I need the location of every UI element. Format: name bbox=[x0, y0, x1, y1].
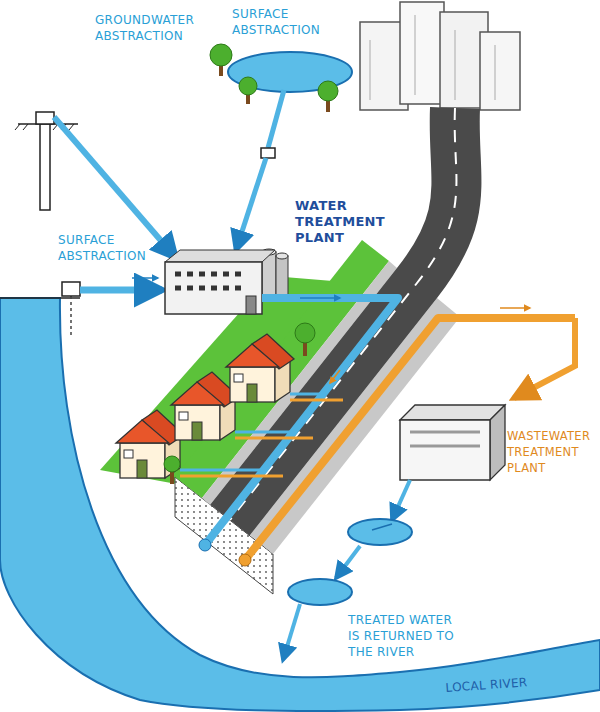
tree bbox=[210, 44, 338, 112]
house-part bbox=[234, 374, 243, 382]
settling-tank-part bbox=[392, 480, 410, 520]
river-intake-part bbox=[70, 296, 72, 335]
house-part bbox=[230, 367, 275, 402]
plant-label: WASTEWATER TREATMENT PLANT bbox=[507, 428, 597, 476]
pond-part bbox=[268, 90, 284, 148]
wastewater-treatment-plant-part bbox=[400, 420, 490, 480]
water-supply-pipe bbox=[180, 298, 398, 551]
sewer-pipe-part bbox=[180, 475, 283, 478]
tree-part bbox=[164, 456, 180, 472]
house-part bbox=[192, 422, 202, 440]
tree-part bbox=[210, 44, 232, 66]
wastewater-treatment-plant bbox=[400, 405, 505, 480]
water-supply-pipe-part bbox=[199, 539, 211, 551]
settling-tank-part bbox=[288, 579, 352, 605]
wastewater-treatment-plant-part bbox=[490, 405, 505, 480]
city-buildings-part bbox=[480, 32, 520, 110]
source-label: GROUNDWATER ABSTRACTION bbox=[95, 12, 205, 44]
water-supply-pipe-part bbox=[180, 469, 260, 472]
sewer-pipe-part bbox=[500, 307, 530, 309]
house-part bbox=[124, 450, 133, 458]
house-part bbox=[175, 405, 220, 440]
source-label: SURFACE ABSTRACTION bbox=[232, 6, 332, 38]
river-intake-part bbox=[80, 287, 162, 294]
groundwater-well-part bbox=[36, 112, 54, 124]
river-intake bbox=[0, 278, 162, 335]
river-intake-part bbox=[62, 282, 80, 296]
city-buildings-part bbox=[370, 15, 495, 100]
water-treatment-plant-part bbox=[165, 250, 275, 262]
road bbox=[175, 108, 460, 594]
tree bbox=[164, 323, 315, 484]
source-label: SURFACE ABSTRACTION bbox=[58, 232, 150, 264]
water-treatment-plant-part bbox=[246, 296, 256, 314]
water-treatment-plant-part bbox=[165, 262, 262, 314]
river-intake-part bbox=[132, 277, 158, 279]
house-part bbox=[137, 460, 147, 478]
water-treatment-plant-part bbox=[276, 253, 288, 259]
house-part bbox=[226, 344, 279, 367]
house-part bbox=[179, 412, 188, 420]
house-part bbox=[120, 443, 165, 478]
sewer-pipe-part bbox=[235, 437, 313, 440]
city-buildings-part bbox=[400, 2, 444, 104]
sewer-pipe-part bbox=[514, 318, 575, 398]
city-buildings bbox=[360, 2, 520, 110]
wastewater-treatment-plant-part bbox=[400, 405, 505, 420]
settling-tank-part bbox=[283, 604, 300, 660]
house-part bbox=[116, 420, 169, 443]
settling-tank-part bbox=[372, 524, 392, 530]
plant-label: WATER TREATMENT PLANT bbox=[295, 198, 395, 246]
house-part bbox=[247, 384, 257, 402]
note-label: TREATED WATER IS RETURNED TO THE RIVER bbox=[348, 612, 458, 660]
water-supply-pipe-part bbox=[290, 393, 320, 396]
river-intake-part bbox=[0, 297, 80, 299]
tree-part bbox=[295, 323, 315, 343]
house-part bbox=[171, 382, 224, 405]
tree-part bbox=[318, 81, 338, 101]
pond-part bbox=[261, 148, 275, 158]
settling-tank-part bbox=[336, 546, 360, 578]
water-treatment-plant-part bbox=[175, 274, 241, 288]
house bbox=[116, 334, 294, 478]
water-treatment-plant-part bbox=[276, 256, 288, 298]
groundwater-well-part bbox=[40, 124, 50, 210]
wastewater-treatment-plant-part bbox=[410, 432, 480, 446]
sewer-pipe-part bbox=[239, 554, 251, 566]
sewer-pipe-part bbox=[290, 399, 343, 402]
settling-tank-part bbox=[348, 519, 412, 545]
tree-part bbox=[239, 77, 257, 95]
pond-part bbox=[236, 158, 266, 250]
water-supply-pipe-part bbox=[235, 431, 290, 434]
water-supply-pipe-part bbox=[205, 298, 398, 545]
sewer-pipe-part bbox=[330, 370, 340, 383]
water-supply-pipe-part bbox=[300, 297, 340, 299]
water-treatment-plant bbox=[165, 249, 288, 314]
